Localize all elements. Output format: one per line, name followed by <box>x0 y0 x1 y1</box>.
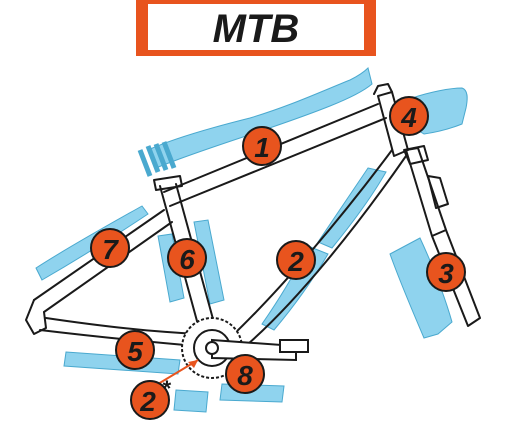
badge-2-label: 2 <box>287 246 304 277</box>
frame-fork-crown <box>403 145 429 165</box>
crank-bolt <box>205 341 219 355</box>
badge-3-circle <box>426 252 466 292</box>
badge-5: 5 <box>115 330 155 370</box>
patch-fork <box>389 237 453 339</box>
frame-fork-brace <box>427 175 449 209</box>
patch-seat-tube-right <box>193 219 225 305</box>
badge-4: 4 <box>389 96 429 136</box>
badge-5-label: 5 <box>127 336 143 367</box>
patch-down-tube-upper <box>317 167 387 249</box>
badge-7: 7 <box>90 228 130 268</box>
banner-title: MTB <box>213 7 300 51</box>
badge-8: 8 <box>225 354 265 394</box>
badge-3: 3 <box>426 252 466 292</box>
protector-patches <box>35 67 468 413</box>
badge-6-circle <box>167 238 207 278</box>
badge-8-circle <box>225 354 265 394</box>
frame-head-cap <box>373 83 393 95</box>
badge-5-circle <box>115 330 155 370</box>
patch-top-tube-ribs <box>137 141 177 177</box>
badge-4-label: 4 <box>400 102 417 133</box>
badge-2-circle <box>276 240 316 280</box>
drivetrain <box>157 317 309 385</box>
badge-2: 2 <box>276 240 316 280</box>
badge-7-circle <box>90 228 130 268</box>
badge-2-extra: 2 * <box>130 376 172 420</box>
banner: MTB <box>136 0 376 56</box>
badge-2-extra-circle <box>130 380 170 420</box>
pedal <box>279 339 309 353</box>
badge-4-circle <box>389 96 429 136</box>
badge-6: 6 <box>167 238 207 278</box>
badge-1: 1 <box>242 126 282 166</box>
frame-dropout <box>25 299 47 335</box>
badge-7-label: 7 <box>102 234 119 265</box>
badge-3-label: 3 <box>438 258 454 289</box>
badge-6-label: 6 <box>179 244 195 275</box>
badge-1-circle <box>242 126 282 166</box>
patch-top-tube <box>147 67 373 169</box>
patch-crank-small <box>173 389 209 413</box>
badges: 1 4 7 6 2 3 5 8 <box>90 96 466 420</box>
badge-2-extra-asterisk: * <box>162 376 172 401</box>
badge-1-label: 1 <box>254 132 270 163</box>
arrow-head <box>188 360 198 368</box>
frame-seat-clamp <box>153 175 183 191</box>
banner-inner-panel <box>148 4 364 50</box>
badge-8-label: 8 <box>237 360 253 391</box>
badge-2-extra-label: 2 <box>139 386 156 417</box>
